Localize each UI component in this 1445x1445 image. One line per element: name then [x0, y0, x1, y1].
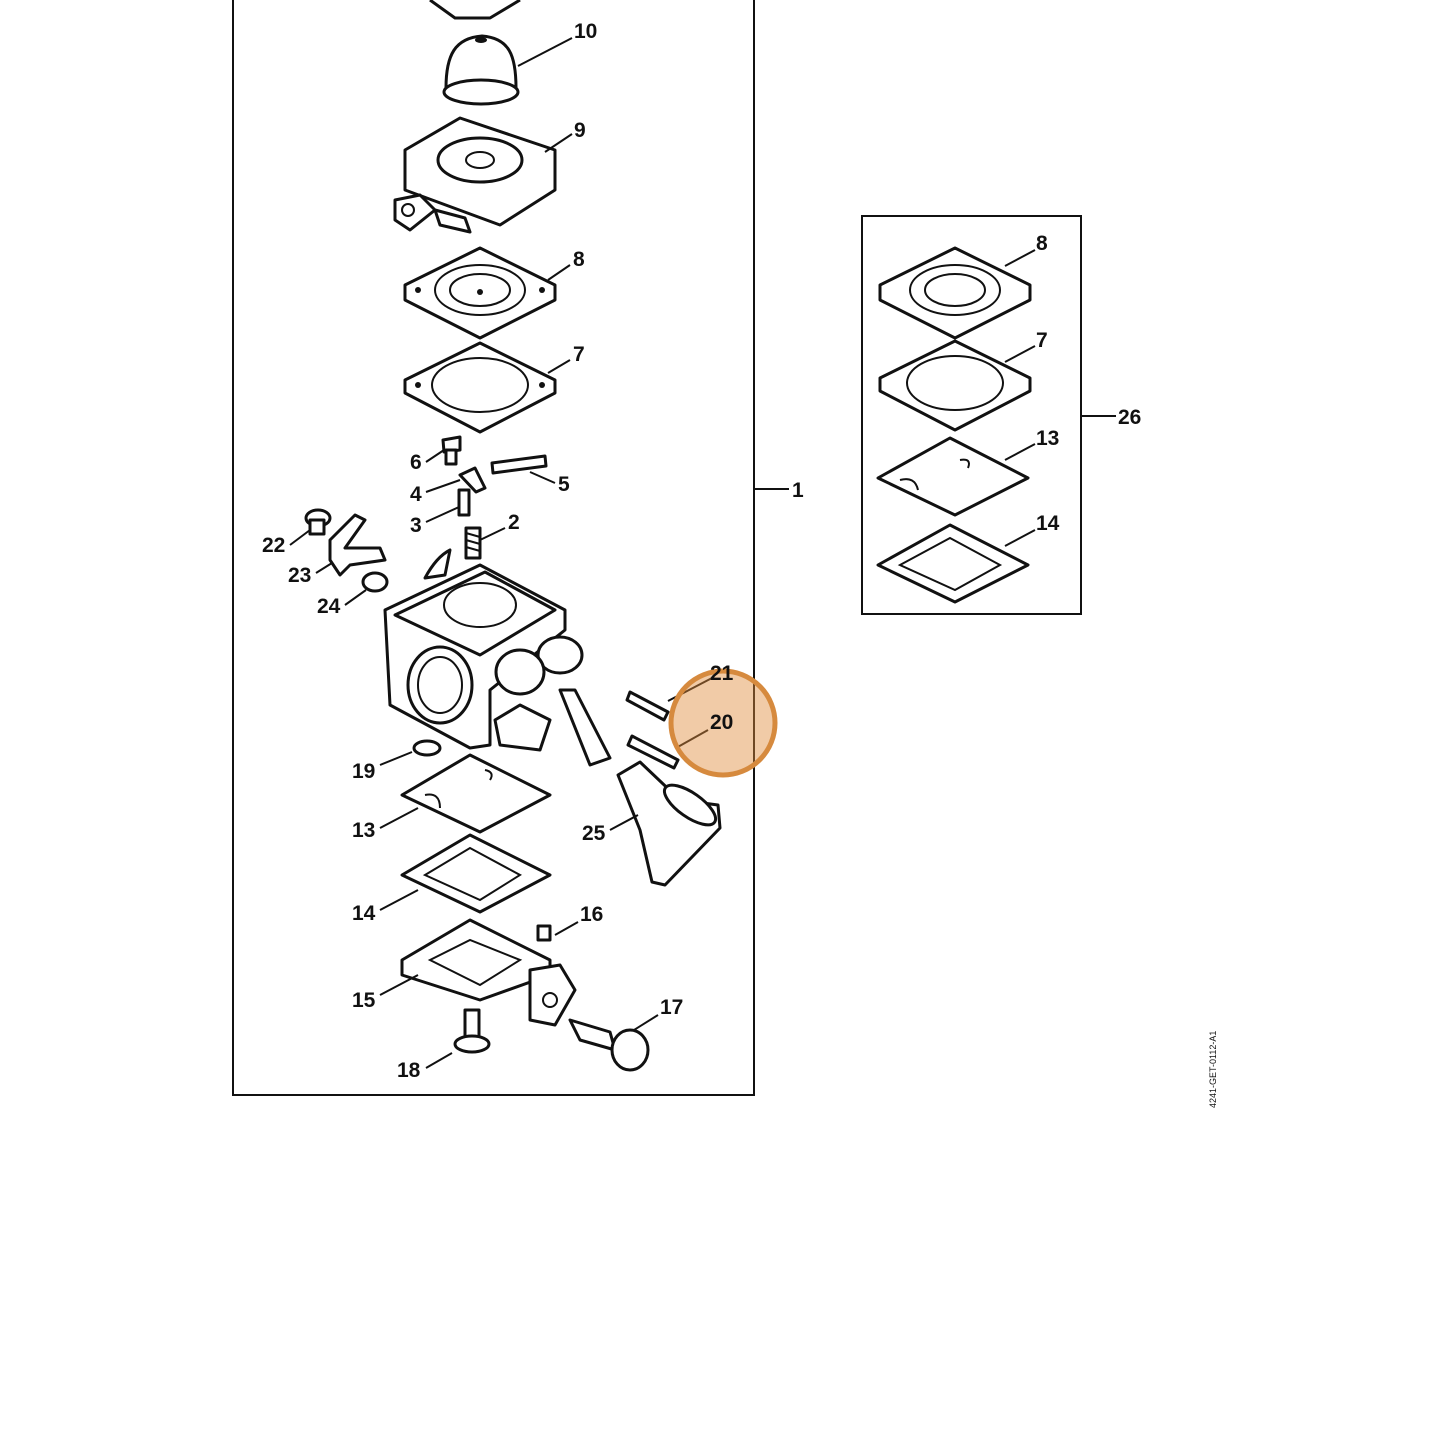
pump-housing-group: [400, 918, 650, 1072]
label-part-4[interactable]: 4: [410, 483, 422, 506]
pump-cover-part: [393, 116, 557, 234]
label-part-2[interactable]: 2: [508, 511, 520, 534]
gasket-part-7: [403, 341, 557, 434]
label-part-13[interactable]: 13: [352, 819, 375, 842]
label-part-17[interactable]: 17: [660, 996, 683, 1019]
label-part-10[interactable]: 10: [574, 20, 597, 43]
label-part-23[interactable]: 23: [288, 564, 311, 587]
small-parts-group: [441, 435, 548, 560]
label-part-9[interactable]: 9: [574, 119, 586, 142]
label-part-20[interactable]: 20: [710, 711, 733, 734]
label-part-15[interactable]: 15: [352, 989, 376, 1012]
label-part-3[interactable]: 3: [410, 514, 422, 537]
adjusting-screws-group: [625, 690, 680, 770]
lever-parts-group: [304, 508, 389, 593]
label-kit-14[interactable]: 14: [1036, 512, 1060, 535]
label-part-19[interactable]: 19: [352, 760, 375, 783]
label-part-26[interactable]: 26: [1118, 406, 1141, 429]
label-kit-8[interactable]: 8: [1036, 232, 1048, 255]
label-part-18[interactable]: 18: [397, 1059, 421, 1082]
drawing-code: 4241-GET-0112-A1: [1208, 1031, 1218, 1108]
kit-frame: [861, 215, 1082, 615]
label-part-25[interactable]: 25: [582, 822, 606, 845]
lower-gasket-group: [400, 739, 552, 914]
primer-bulb-part: [442, 34, 520, 106]
label-part-16[interactable]: 16: [580, 903, 603, 926]
label-part-5[interactable]: 5: [558, 473, 570, 496]
adapter-part-25: [616, 760, 722, 887]
label-part-7[interactable]: 7: [573, 343, 585, 366]
label-kit-13[interactable]: 13: [1036, 427, 1059, 450]
label-part-21[interactable]: 21: [710, 662, 734, 685]
top-gasket-part: [429, 0, 521, 20]
label-kit-7[interactable]: 7: [1036, 329, 1048, 352]
diaphragm-part-8: [403, 246, 557, 340]
highlight-circle: [668, 668, 778, 778]
kit-parts-group: [876, 246, 1032, 604]
label-part-14[interactable]: 14: [352, 902, 376, 925]
label-part-8[interactable]: 8: [573, 248, 585, 271]
label-part-1[interactable]: 1: [792, 479, 804, 502]
carburetor-body-part: [383, 548, 612, 767]
label-part-22[interactable]: 22: [262, 534, 285, 557]
label-part-24[interactable]: 24: [317, 595, 341, 618]
label-part-6[interactable]: 6: [410, 451, 422, 474]
main-assembly-frame: [232, 0, 755, 1096]
